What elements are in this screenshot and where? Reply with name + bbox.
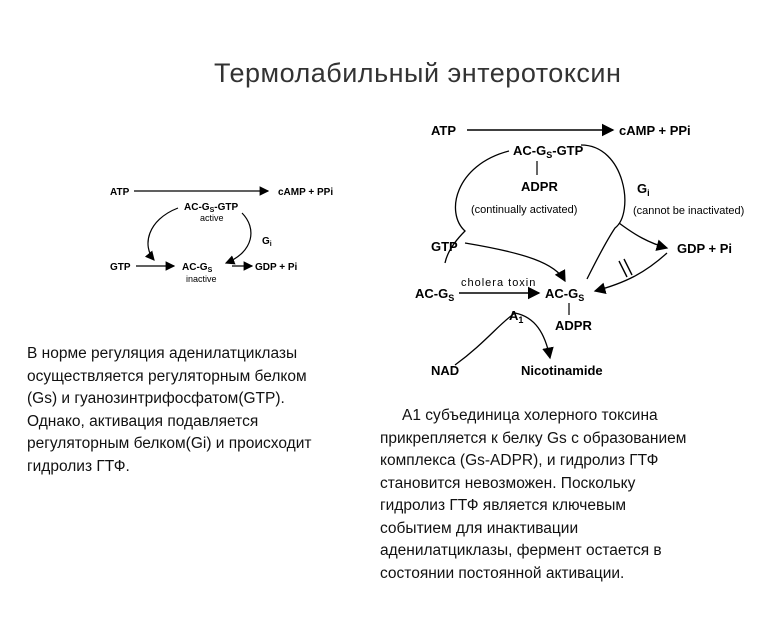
cannot-inactivated-label: (cannot be inactivated) (633, 205, 744, 217)
text-line: событием для инактивации (380, 519, 579, 537)
inactive-label: inactive (186, 274, 217, 284)
blocked-gdp-arrow (618, 222, 669, 251)
nad-path (454, 312, 516, 366)
adpr-label: ADPR (521, 179, 558, 194)
nad-label: NAD (431, 363, 459, 378)
text-line: прикрепляется к белку Gs с образованием (380, 429, 687, 447)
ac-gs-left-label: AC-GS (415, 286, 454, 303)
active-label: active (200, 213, 224, 223)
text-line: аденилатциклазы, фермент остается в (380, 542, 662, 559)
text-line: комплекса (Gs-ADPR), и гидролиз ГТФ (380, 452, 659, 469)
left-cycle-arrow (444, 150, 510, 264)
atp-label: ATP (110, 187, 130, 198)
nicotinamide-label: Nicotinamide (521, 363, 603, 378)
cholera-toxin-description: А1 субъединица холерного токсина прикреп… (380, 405, 755, 585)
gtp-label: GTP (431, 239, 458, 254)
cholera-toxin-label: cholera toxin (461, 277, 536, 289)
ac-gs-gtp-label: AC-GS-GTP (513, 143, 584, 160)
continually-activated-label: (continually activated) (471, 204, 577, 216)
camp-label: cAMP + PPi (278, 187, 333, 198)
gdp-label: GDP + Pi (677, 241, 732, 256)
gtp-label: GTP (110, 262, 131, 273)
text-line: становится невозможен. Поскольку (380, 474, 636, 492)
text-line: В норме регуляция аденилатциклазы (27, 345, 298, 362)
text-line: Однако, активация подавляется (27, 412, 259, 430)
block-mark-1 (618, 260, 628, 278)
normal-regulation-description: В норме регуляция аденилатциклазы осущес… (27, 343, 372, 478)
text-line: гидролиз ГТФ является ключевым (380, 497, 627, 514)
slide-title: Термолабильный энтеротоксин (214, 58, 622, 88)
a1-label: A1 (509, 308, 523, 325)
gdp-label: GDP + Pi (255, 262, 298, 273)
atp-label: ATP (431, 123, 456, 138)
gtp-to-complex-arrow (464, 242, 566, 283)
text-line: гидролиз ГТФ. (27, 457, 130, 475)
ac-gs-right-label: AC-GS (545, 286, 584, 303)
text-line: состоянии постоянной активации. (380, 564, 625, 582)
gi-label: Gi (262, 236, 272, 248)
ac-gs-gtp-label: AC-GS-GTP (184, 202, 238, 214)
nicotinamide-arrow (514, 312, 554, 360)
left-cycle-arrow (144, 207, 179, 261)
camp-label: cAMP + PPi (619, 123, 691, 138)
right-cycle-arrow (224, 212, 252, 265)
blocked-hydrolysis-arrow (593, 252, 668, 294)
gi-label: Gi (637, 181, 650, 198)
text-line: А1 субъединица холерного токсина (402, 407, 658, 424)
block-mark-2 (623, 258, 633, 276)
text-line: регуляторным белком(Gi) и происходит (27, 435, 312, 452)
normal-regulation-diagram: ATP cAMP + PPi AC-GS-GTP active Gi GTP A… (92, 178, 354, 290)
ac-gs-label: AC-GS (182, 262, 213, 274)
adpr2-label: ADPR (555, 318, 592, 333)
text-line: осуществляется регуляторным белком (27, 367, 307, 385)
cholera-toxin-diagram: ATP cAMP + PPi AC-GS-GTP ADPR (continual… (405, 103, 765, 388)
text-line: (Gs) и гуанозинтрифосфатом(GTP). (27, 390, 285, 407)
